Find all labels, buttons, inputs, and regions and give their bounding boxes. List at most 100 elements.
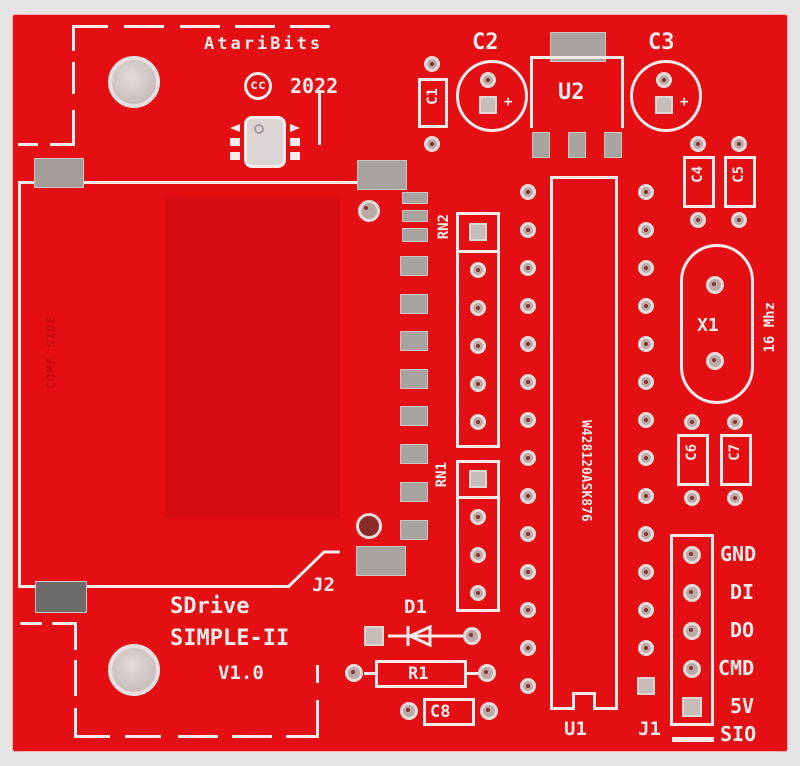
- u2-pin-pad: [604, 132, 622, 158]
- chip-lead: [230, 124, 240, 132]
- comp-side-label: COMP SIDE: [44, 315, 58, 390]
- keepout-dash: [18, 143, 38, 146]
- crystal-frequency-label: 16 Mhz: [762, 302, 778, 353]
- keepout-dash: [72, 110, 75, 146]
- keepout-dash: [232, 735, 272, 738]
- rn2-pin: [470, 338, 486, 354]
- chip-lead: [230, 138, 240, 146]
- keepout-dash: [178, 735, 218, 738]
- j1-pin: [683, 622, 701, 640]
- u1-notch: [572, 692, 596, 710]
- chip-footprint-icon: [244, 116, 286, 168]
- sd-contact: [400, 369, 428, 389]
- keepout-dash: [72, 62, 75, 94]
- c4-label: C4: [690, 166, 706, 183]
- rn1-pin: [470, 585, 486, 601]
- rn1-divider: [456, 496, 500, 499]
- sio-pin-label-gnd: GND: [720, 542, 757, 566]
- sd-contact: [400, 444, 428, 464]
- c8-label: C8: [430, 702, 451, 722]
- u1-pin: [520, 260, 536, 276]
- rn2-pin: [470, 376, 486, 392]
- c3-plus-icon: +: [680, 94, 689, 110]
- u1-pin: [520, 526, 536, 542]
- keepout-dash: [72, 25, 75, 51]
- j1-pin: [683, 660, 701, 678]
- d1-label: D1: [404, 596, 427, 618]
- u1-pin: [638, 412, 654, 428]
- rn2-pin: [470, 262, 486, 278]
- r1-lead: [466, 672, 478, 675]
- c3-pad: [656, 72, 672, 88]
- rn1-outline: [456, 460, 500, 612]
- j1-pin: [683, 584, 701, 602]
- u1-pin: [520, 640, 536, 656]
- j1-pin: [683, 546, 701, 564]
- c4-pad: [690, 212, 706, 228]
- mount-hole-bottom: [108, 644, 160, 696]
- x1-pad: [706, 352, 724, 370]
- keepout-dash: [20, 622, 42, 625]
- u1-pin: [638, 298, 654, 314]
- rn2-pin: [470, 414, 486, 430]
- keepout-dash: [125, 735, 161, 738]
- copyright-year: 2022: [290, 74, 339, 98]
- j1-outline: [670, 534, 714, 726]
- mount-hole-top: [108, 56, 160, 108]
- u1-pin: [638, 602, 654, 618]
- sd-contact: [402, 210, 428, 222]
- u1-pin: [520, 450, 536, 466]
- x1-outline: [680, 244, 754, 404]
- u1-pin: [638, 564, 654, 580]
- c6-label: C6: [684, 444, 700, 461]
- c7-label: C7: [727, 444, 743, 461]
- u1-pin: [638, 488, 654, 504]
- d1-pad-cathode: [364, 626, 384, 646]
- c7-pad: [727, 490, 743, 506]
- c1-pad: [424, 136, 440, 152]
- c8-outline: [423, 698, 475, 726]
- keepout-dash: [180, 25, 220, 28]
- keepout-dash: [286, 735, 318, 738]
- keepout-dash: [124, 25, 164, 28]
- u1-label: U1: [564, 718, 587, 740]
- u1-pin: [638, 336, 654, 352]
- keepout-dash: [72, 25, 108, 28]
- u1-pin: [520, 564, 536, 580]
- rn2-pin: [470, 300, 486, 316]
- keepout-dash: [290, 25, 330, 28]
- c2-pad: [480, 72, 496, 88]
- r1-pad: [345, 664, 363, 682]
- chip-lead: [290, 138, 300, 146]
- u1-pin1: [637, 677, 655, 695]
- u1-pin: [638, 184, 654, 200]
- c6-pad: [684, 490, 700, 506]
- d1-pad: [463, 627, 481, 645]
- keepout-dash: [74, 622, 77, 650]
- u1-pin: [638, 260, 654, 276]
- c1-pad: [424, 56, 440, 72]
- u1-pin: [520, 222, 536, 238]
- chip-lead: [290, 152, 300, 160]
- sd-contact: [400, 520, 428, 540]
- creative-commons-icon: cc: [244, 72, 272, 100]
- j1-pin1-marker: [672, 737, 714, 742]
- u1-pin: [520, 678, 536, 694]
- u2-label: U2: [558, 80, 585, 105]
- product-name-line2: SIMPLE-II: [170, 626, 290, 651]
- keepout-dash: [74, 660, 77, 696]
- keepout-dash: [74, 735, 110, 738]
- chip-pin1-dot: [254, 124, 264, 134]
- rn2-divider: [456, 250, 500, 253]
- u2-pin-pad: [568, 132, 586, 158]
- chip-lead: [230, 152, 240, 160]
- u1-pin: [638, 222, 654, 238]
- rn1-pin1: [469, 470, 487, 488]
- c2-pad-positive: [479, 96, 497, 114]
- c1-outline: [418, 78, 448, 128]
- u1-pin: [638, 526, 654, 542]
- sd-slot-outline: [18, 181, 21, 587]
- rn1-pin: [470, 509, 486, 525]
- sd-slot-pad: [356, 546, 406, 576]
- u1-pin: [520, 184, 536, 200]
